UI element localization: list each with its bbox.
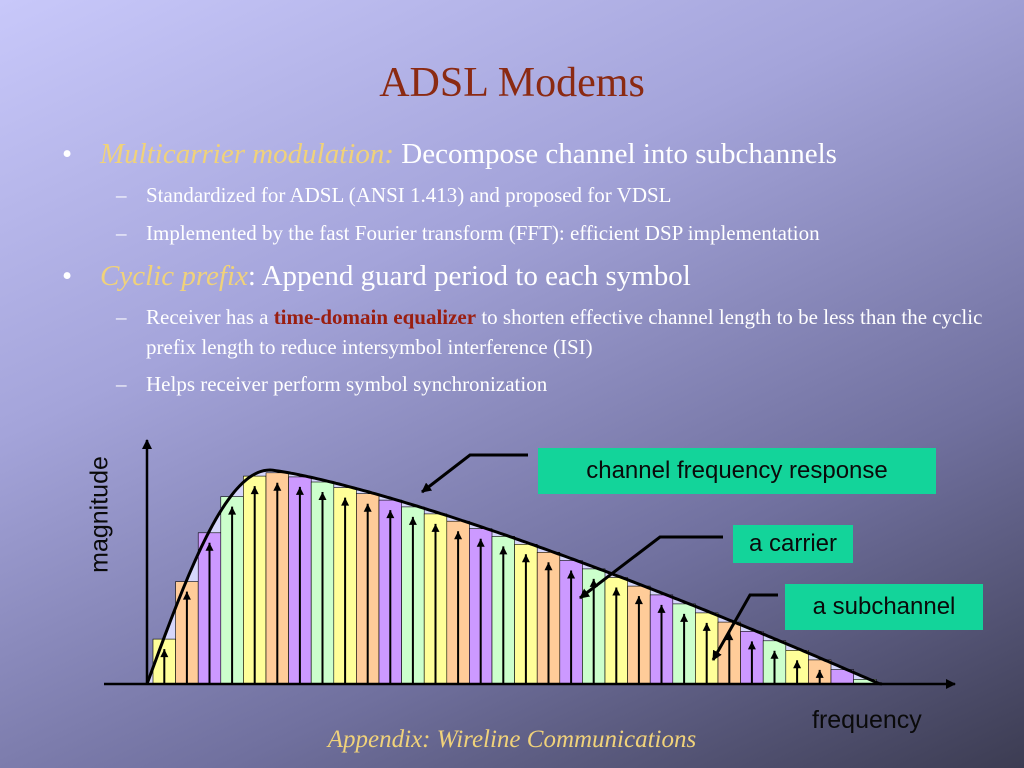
carrier-arrowhead — [567, 570, 576, 579]
bullet-text: : Append guard period to each symbol — [247, 260, 691, 293]
sub-bullet-text-pre: Receiver has a — [146, 305, 274, 330]
x-axis-label: frequency — [812, 706, 922, 734]
y-axis-label: magnitude — [85, 456, 114, 573]
sub-bullet-equalizer: – Receiver has a time-domain equalizer t… — [58, 303, 998, 362]
slide-title: ADSL Modems — [379, 60, 645, 106]
sub-bullet-text-post: to shorten effective channel length to b… — [146, 305, 983, 359]
bullet-term: Multicarrier modulation: — [100, 138, 395, 170]
carrier-arrowhead — [228, 506, 237, 515]
carrier-arrowhead — [318, 492, 327, 500]
sub-bullet-marker: – — [116, 220, 127, 245]
carrier-arrowhead — [612, 587, 621, 596]
carrier-arrowhead — [408, 516, 417, 525]
carrier-arrowhead — [250, 486, 259, 495]
channel-response-curve — [145, 468, 883, 686]
sub-bullet-text: Standardized for ADSL (ANSI 1.413) and p… — [146, 183, 672, 208]
carrier-arrowhead — [770, 650, 779, 659]
carrier-arrowhead — [634, 596, 643, 605]
bullet-list: • Multicarrier modulation: Decompose cha… — [58, 138, 998, 408]
carrier-arrowhead — [725, 632, 734, 641]
carrier-arrowhead — [273, 482, 282, 491]
bullet-cyclic-prefix: • Cyclic prefix: Append guard period to … — [58, 260, 998, 293]
carrier-arrowhead — [680, 613, 689, 622]
sub-bullet-marker: – — [116, 305, 127, 330]
carrier-arrows — [160, 482, 824, 684]
carrier-arrowhead — [544, 562, 553, 571]
label-channel-frequency-response: channel frequency response — [538, 448, 936, 494]
carrier-arrowhead — [182, 591, 191, 600]
carrier-arrowhead — [160, 649, 169, 658]
carrier-arrowhead — [702, 622, 711, 631]
bullet-marker: • — [62, 138, 73, 170]
bullet-multicarrier: • Multicarrier modulation: Decompose cha… — [58, 138, 998, 171]
bullet-term: Cyclic prefix — [100, 260, 248, 293]
subchannel-pointer — [711, 593, 778, 661]
highlight-term: time-domain equalizer — [273, 305, 477, 330]
carrier-arrowhead — [521, 554, 530, 563]
carrier-arrowhead — [793, 660, 802, 669]
response-pointer — [421, 453, 528, 494]
sub-bullet-standardized: – Standardized for ADSL (ANSI 1.413) and… — [58, 181, 998, 210]
carrier-arrowhead — [205, 542, 214, 551]
label-a-carrier: a carrier — [733, 525, 853, 563]
carrier-arrowhead — [363, 503, 372, 512]
carrier-arrowhead — [747, 641, 756, 650]
label-a-subchannel: a subchannel — [785, 584, 983, 630]
carrier-pointer — [579, 535, 723, 600]
sub-bullet-fft: – Implemented by the fast Fourier transf… — [58, 219, 998, 248]
carrier-arrowhead — [295, 486, 304, 495]
carrier-arrowhead — [341, 497, 350, 506]
carrier-arrowhead — [386, 510, 395, 519]
sub-bullet-synchronization: – Helps receiver perform symbol synchron… — [58, 370, 998, 399]
carrier-arrowhead — [454, 531, 463, 540]
sub-bullet-marker: – — [116, 372, 127, 397]
sub-bullet-marker: – — [116, 183, 127, 208]
slide-footer: Appendix: Wireline Communications — [327, 726, 697, 753]
sub-bullet-text: Implemented by the fast Fourier transfor… — [146, 220, 820, 245]
bullet-marker: • — [62, 260, 73, 293]
carrier-arrowhead — [657, 604, 666, 613]
sub-bullet-text: Helps receiver perform symbol synchroniz… — [146, 372, 548, 397]
carrier-arrowhead — [499, 546, 508, 555]
carrier-arrowhead — [815, 669, 824, 678]
subchannel-bars — [147, 470, 882, 685]
carrier-arrowhead — [431, 523, 440, 532]
bullet-text: Decompose channel into subchannels — [394, 138, 837, 170]
carrier-arrowhead — [476, 538, 485, 547]
